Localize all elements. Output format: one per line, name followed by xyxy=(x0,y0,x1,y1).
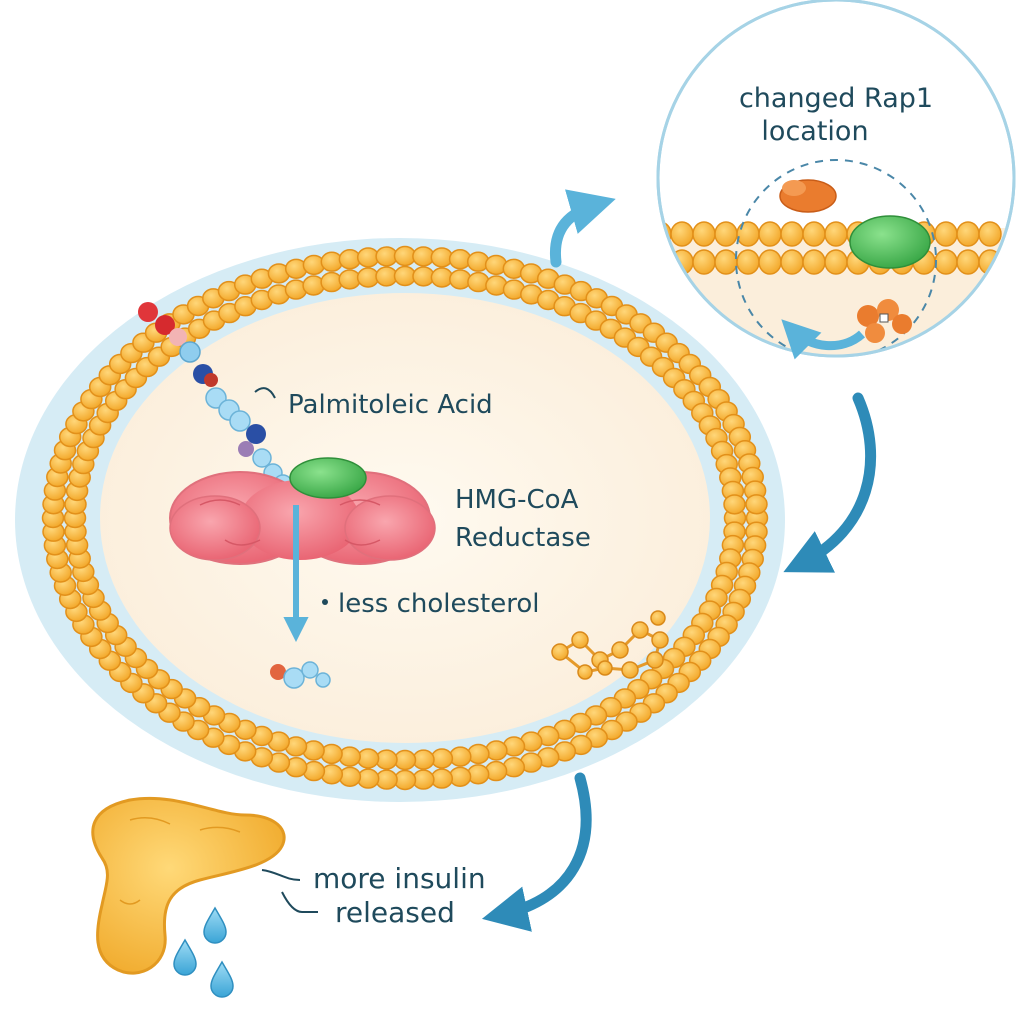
cholesterol-bullet xyxy=(322,599,328,605)
inset-membrane-bead xyxy=(736,221,760,247)
inset-membrane-bead xyxy=(956,221,980,247)
cholesterol-molecule-icon xyxy=(551,610,669,680)
green-protein-icon xyxy=(289,457,367,499)
insulin-droplet-icon xyxy=(173,906,234,998)
membrane-bead xyxy=(723,494,746,515)
inset-membrane-bead xyxy=(978,221,1002,247)
arrow-to-inset xyxy=(549,189,616,268)
less-cholesterol-label: less cholesterol xyxy=(338,589,539,619)
inset-membrane-bead xyxy=(692,221,716,247)
more-insulin-label-line2: released xyxy=(335,896,455,929)
palmitoleic-pointer xyxy=(254,387,276,399)
inset-membrane-bead xyxy=(658,249,672,275)
fatty-acid-chain-icon xyxy=(138,302,303,503)
inset-membrane-bead xyxy=(824,221,848,247)
inset-membrane-bead xyxy=(780,249,804,275)
arrow-from-inset xyxy=(783,392,877,573)
cell-membrane xyxy=(41,245,769,791)
inset-membrane-bead xyxy=(714,249,738,275)
inset-membrane-bead xyxy=(934,249,958,275)
inset-membrane-bead xyxy=(758,221,782,247)
arrow-to-insulin xyxy=(481,772,592,932)
rap1-inset: changed Rap1 location xyxy=(656,0,1016,360)
inset-membrane-bead xyxy=(824,249,848,275)
rap1-protein-icon xyxy=(779,179,837,213)
inset-membrane-bead xyxy=(934,221,958,247)
insulin-pointer xyxy=(261,869,318,913)
inset-membrane-bead xyxy=(692,249,716,275)
more-insulin-label-line1: more insulin xyxy=(313,862,486,895)
inset-membrane-bead xyxy=(714,221,738,247)
palmitoleic-acid-label: Palmitoleic Acid xyxy=(288,390,493,420)
rap1-label-line2: location xyxy=(761,116,868,147)
rap1-label-line1: changed Rap1 xyxy=(739,83,933,114)
membrane-bead xyxy=(745,494,768,515)
inset-membrane-bead xyxy=(802,221,826,247)
product-molecule-icon xyxy=(270,661,331,689)
inset-membrane-bead xyxy=(670,221,694,247)
inset-membrane-bead xyxy=(758,249,782,275)
rap1-relocated-icon xyxy=(857,299,912,343)
hmg-coa-label-line1: HMG-CoA xyxy=(455,485,579,515)
inset-membrane-bead xyxy=(956,249,980,275)
inset-membrane-bead xyxy=(780,221,804,247)
pancreas-icon xyxy=(91,796,286,975)
hmg-coa-label-line2: Reductase xyxy=(455,523,591,553)
inset-return-arrow xyxy=(781,319,866,360)
inset-green-protein-icon xyxy=(849,215,931,269)
inset-membrane-bead xyxy=(736,249,760,275)
inset-membrane-bead xyxy=(802,249,826,275)
